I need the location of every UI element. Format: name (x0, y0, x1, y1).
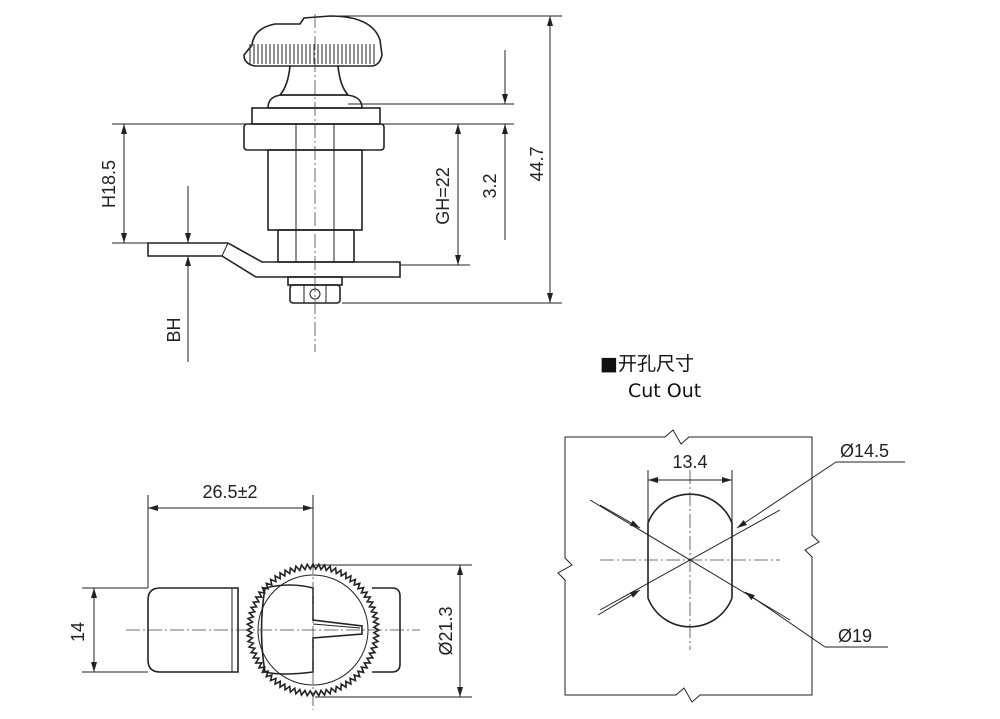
front-view: 26.5±2 14 Ø21.3 (68, 482, 472, 710)
dim-knob-dia: Ø21.3 (436, 606, 456, 655)
cutout-title-en: Cut Out (628, 380, 701, 402)
cutout-title-cn: ■开孔尺寸 (600, 353, 694, 375)
side-view: H18.5 BH GH=22 3.2 44.7 (99, 14, 562, 362)
dim-small-dia: Ø14.5 (840, 441, 889, 461)
dim-overall: 44.7 (527, 146, 547, 181)
cutout-view: ■开孔尺寸 Cut Out 13.4 Ø14.5 Ø19 (557, 353, 905, 703)
dim-gh: GH=22 (433, 167, 453, 225)
panel-outline (557, 429, 820, 703)
dim-flat: 13.4 (672, 452, 707, 472)
cutout-hole (647, 493, 733, 628)
dim-bh: BH (164, 317, 184, 342)
cam-plate (147, 242, 401, 278)
dim-large-dia: Ø19 (838, 626, 872, 646)
knob-head (243, 15, 383, 109)
dim-pitch: 3.2 (480, 173, 500, 198)
dim-h: H18.5 (99, 160, 119, 208)
dim-cam-width: 14 (68, 622, 88, 642)
dim-cam-length: 26.5±2 (203, 482, 258, 502)
lock-body (243, 107, 385, 263)
slot-t-shape (260, 584, 363, 675)
